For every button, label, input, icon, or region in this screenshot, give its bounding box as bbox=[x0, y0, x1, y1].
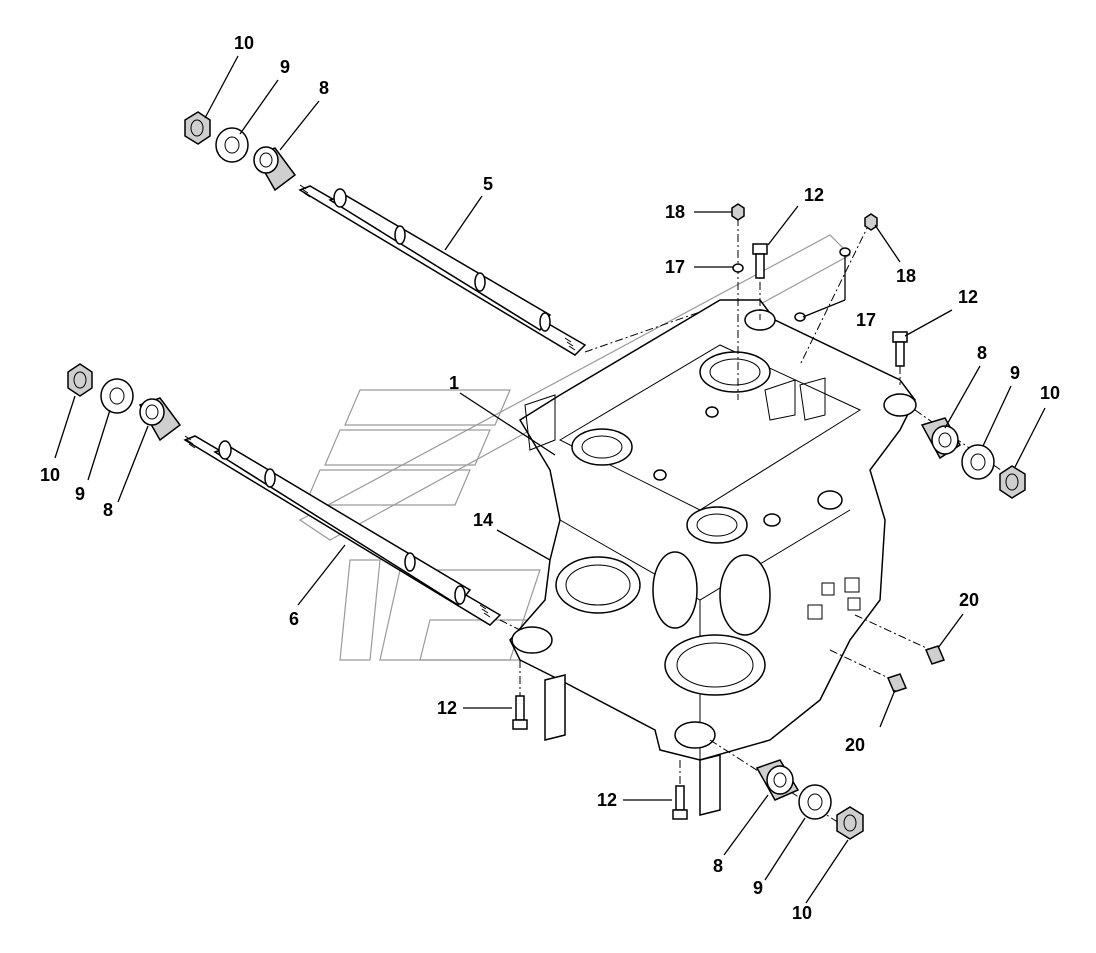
washer-17-upper bbox=[732, 263, 744, 273]
bolt-12-right bbox=[892, 331, 908, 367]
bushing-8-bottom bbox=[755, 759, 800, 801]
callout-9-bottom: 9 bbox=[752, 878, 764, 898]
upper-shaft-assembly bbox=[184, 111, 721, 356]
hex-nut-10-bottom bbox=[836, 806, 864, 840]
callout-8-right: 8 bbox=[976, 343, 988, 363]
set-screw-20-lower bbox=[886, 673, 908, 693]
washer-17-right-b bbox=[794, 312, 806, 322]
centerline-20a bbox=[854, 614, 936, 653]
washer-9-bottom bbox=[798, 784, 832, 820]
bolt-12-top bbox=[752, 243, 768, 279]
small-fasteners bbox=[512, 203, 946, 820]
set-screw-20-right bbox=[924, 645, 946, 665]
callout-18-upper: 18 bbox=[664, 202, 686, 222]
lower-shaft-assembly bbox=[67, 363, 521, 631]
bottom-fasteners bbox=[709, 739, 864, 840]
leader-lines bbox=[54, 55, 1046, 904]
nut-18-right bbox=[864, 213, 878, 231]
callout-8-left: 8 bbox=[102, 500, 114, 520]
callout-20-right: 20 bbox=[958, 590, 980, 610]
housing-1 bbox=[509, 299, 917, 816]
callout-20-lower: 20 bbox=[844, 735, 866, 755]
callout-12-bottom: 12 bbox=[596, 790, 618, 810]
callout-8-upper-left: 8 bbox=[318, 78, 330, 98]
centerline-6 bbox=[499, 619, 521, 631]
bushing-8-right bbox=[920, 417, 961, 460]
callout-8-bottom: 8 bbox=[712, 856, 724, 876]
washer-9-right bbox=[961, 444, 995, 480]
bushing-8-upper-left bbox=[253, 146, 297, 192]
callout-9-left: 9 bbox=[74, 484, 86, 504]
callout-5: 5 bbox=[482, 174, 494, 194]
callout-12-right: 12 bbox=[957, 287, 979, 307]
washer-9-left bbox=[100, 378, 134, 414]
callout-10-left: 10 bbox=[39, 465, 61, 485]
nut-18-upper bbox=[731, 203, 745, 221]
callout-12-left-bottom: 12 bbox=[436, 698, 458, 718]
shaft-5 bbox=[298, 184, 587, 356]
callout-10-upper-left: 10 bbox=[233, 33, 255, 53]
right-fasteners bbox=[914, 409, 1026, 499]
callout-17-upper: 17 bbox=[664, 257, 686, 277]
callout-9-right: 9 bbox=[1009, 363, 1021, 383]
callout-10-right: 10 bbox=[1039, 383, 1061, 403]
centerline-20b bbox=[829, 649, 898, 683]
callout-9-upper-left: 9 bbox=[279, 57, 291, 77]
hex-nut-10-left bbox=[67, 363, 93, 397]
callout-12-top: 12 bbox=[803, 185, 825, 205]
bolt-12-bottom bbox=[672, 785, 688, 820]
shaft-6 bbox=[183, 435, 502, 626]
callout-18-right: 18 bbox=[895, 266, 917, 286]
hex-nut-10-right bbox=[999, 465, 1026, 499]
bolt-12-left-bottom bbox=[512, 695, 528, 730]
washer-17-right-a bbox=[839, 247, 851, 257]
centerline-18b bbox=[799, 221, 871, 366]
callout-10-bottom: 10 bbox=[791, 903, 813, 923]
callout-1: 1 bbox=[448, 373, 460, 393]
callout-6: 6 bbox=[288, 609, 300, 629]
washer-9-upper-left bbox=[215, 127, 249, 163]
callout-14: 14 bbox=[472, 510, 494, 530]
callout-17-right: 17 bbox=[855, 310, 877, 330]
bushing-8-left bbox=[138, 397, 182, 442]
hex-nut-10-upper-left bbox=[184, 111, 211, 145]
